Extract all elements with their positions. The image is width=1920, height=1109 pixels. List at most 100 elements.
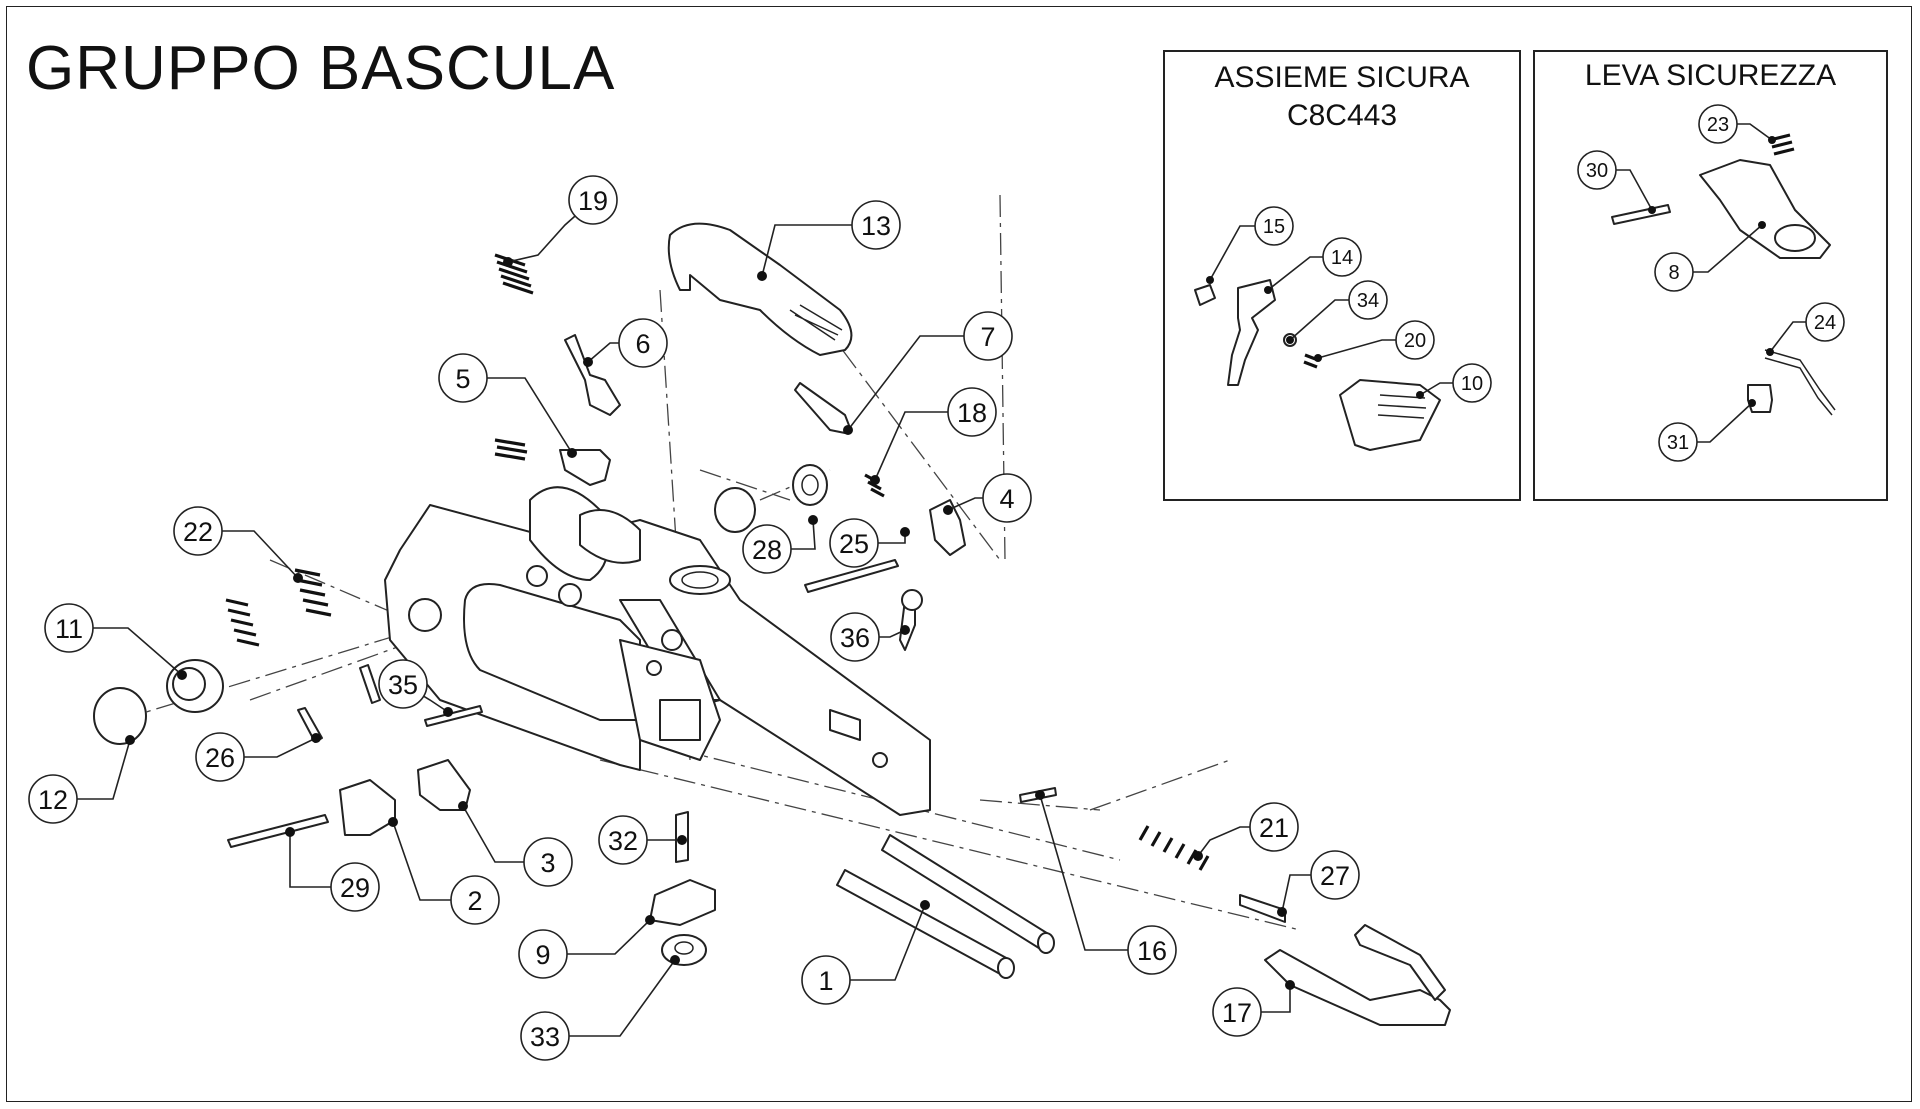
callout-24: 24 xyxy=(1805,302,1845,342)
leader-line-22 xyxy=(222,530,299,579)
callout-12: 12 xyxy=(28,774,78,824)
callout-label-4: 4 xyxy=(999,484,1014,514)
part-35-pins xyxy=(359,664,483,727)
callout-1: 1 xyxy=(801,955,851,1005)
callout-circle-7 xyxy=(963,311,1013,361)
callout-label-24: 24 xyxy=(1814,312,1836,334)
leader-dot-30 xyxy=(1648,206,1656,214)
callout-label-1: 1 xyxy=(818,966,833,996)
part-13-top-lever xyxy=(667,222,853,356)
callout-6: 6 xyxy=(618,318,668,368)
part-17-trigger-guard xyxy=(1264,924,1451,1026)
leader-dot-10 xyxy=(1416,391,1424,399)
leader-line-30 xyxy=(1616,169,1653,211)
part-29-pin xyxy=(227,814,329,848)
callout-circle-13 xyxy=(851,200,901,250)
callout-16: 16 xyxy=(1127,925,1177,975)
callout-label-3: 3 xyxy=(540,848,555,878)
callout-circle-16 xyxy=(1127,925,1177,975)
callout-34: 34 xyxy=(1348,280,1388,320)
callout-label-12: 12 xyxy=(38,785,68,815)
callout-label-34: 34 xyxy=(1357,290,1379,312)
leader-line-36 xyxy=(879,629,906,638)
leader-line-15 xyxy=(1209,225,1255,281)
inset2-part-31-pin xyxy=(1747,384,1773,413)
leader-dot-1 xyxy=(920,900,930,910)
leader-dot-8 xyxy=(1758,221,1766,229)
callout-circle-11 xyxy=(44,603,94,653)
leader-line-5 xyxy=(487,377,573,454)
leader-dot-16 xyxy=(1035,790,1045,800)
callout-label-18: 18 xyxy=(957,398,987,428)
leader-dot-33 xyxy=(670,955,680,965)
callout-3: 3 xyxy=(523,837,573,887)
callout-label-19: 19 xyxy=(578,186,608,216)
leader-line-20 xyxy=(1317,339,1396,359)
callout-label-30: 30 xyxy=(1586,160,1608,182)
callout-circle-35 xyxy=(378,659,428,709)
callout-label-35: 35 xyxy=(388,670,418,700)
part-28-bushing xyxy=(714,464,828,533)
leader-line-19 xyxy=(507,215,576,263)
leader-dot-11 xyxy=(177,670,187,680)
callout-11: 11 xyxy=(44,603,94,653)
part-12-cap xyxy=(93,687,147,745)
callout-2: 2 xyxy=(450,875,500,925)
leader-dot-28 xyxy=(808,515,818,525)
callout-label-2: 2 xyxy=(467,886,482,916)
callout-circle-24 xyxy=(1805,302,1845,342)
leader-line-8 xyxy=(1693,224,1763,273)
callout-4: 4 xyxy=(982,473,1032,523)
leader-line-34 xyxy=(1289,299,1349,341)
leader-dot-25 xyxy=(900,527,910,537)
callout-8: 8 xyxy=(1654,252,1694,292)
leader-dot-17 xyxy=(1285,980,1295,990)
leader-dot-36 xyxy=(900,625,910,635)
callout-circle-17 xyxy=(1212,987,1262,1037)
callout-26: 26 xyxy=(195,732,245,782)
leader-dot-31 xyxy=(1748,399,1756,407)
inset-safety-assembly-title-line2: C8C443 xyxy=(1286,99,1398,132)
callout-label-11: 11 xyxy=(55,614,83,644)
leader-dot-19 xyxy=(503,257,513,267)
callout-circle-31 xyxy=(1658,422,1698,462)
callout-label-29: 29 xyxy=(340,873,370,903)
callout-18: 18 xyxy=(947,387,997,437)
leader-dot-9 xyxy=(645,915,655,925)
callout-circle-4 xyxy=(982,473,1032,523)
leader-line-29 xyxy=(289,832,331,888)
leader-line-23 xyxy=(1737,123,1773,141)
callout-circle-9 xyxy=(518,929,568,979)
callout-circle-20 xyxy=(1395,320,1435,360)
inset-safety-assembly-title-line1: ASSIEME SICURA xyxy=(1214,61,1470,94)
callout-label-22: 22 xyxy=(183,517,213,547)
inset2-part-8-lever xyxy=(1699,159,1831,259)
inset-safety-lever-title: LEVA SICUREZZA xyxy=(1584,59,1837,92)
callout-label-27: 27 xyxy=(1320,861,1350,891)
callout-23: 23 xyxy=(1698,104,1738,144)
callout-label-14: 14 xyxy=(1331,247,1353,269)
inset1-part-15-pin xyxy=(1194,284,1216,306)
leader-line-26 xyxy=(244,737,317,758)
callout-label-9: 9 xyxy=(535,940,550,970)
callout-28: 28 xyxy=(742,524,792,574)
leader-dot-32 xyxy=(677,835,687,845)
callout-label-15: 15 xyxy=(1263,216,1285,238)
callout-25: 25 xyxy=(829,518,879,568)
callout-circle-29 xyxy=(330,862,380,912)
callout-label-26: 26 xyxy=(205,743,235,773)
leader-line-13 xyxy=(761,224,852,277)
callout-label-31: 31 xyxy=(1667,432,1689,454)
callout-30: 30 xyxy=(1577,150,1617,190)
leader-line-27 xyxy=(1281,874,1311,913)
leader-dot-7 xyxy=(843,425,853,435)
callout-label-16: 16 xyxy=(1137,936,1167,966)
leader-dot-18 xyxy=(870,475,880,485)
callout-29: 29 xyxy=(330,862,380,912)
callout-20: 20 xyxy=(1395,320,1435,360)
leader-line-33 xyxy=(569,959,676,1037)
callout-circle-27 xyxy=(1310,850,1360,900)
leader-line-12 xyxy=(77,739,131,800)
leader-line-17 xyxy=(1261,985,1291,1013)
